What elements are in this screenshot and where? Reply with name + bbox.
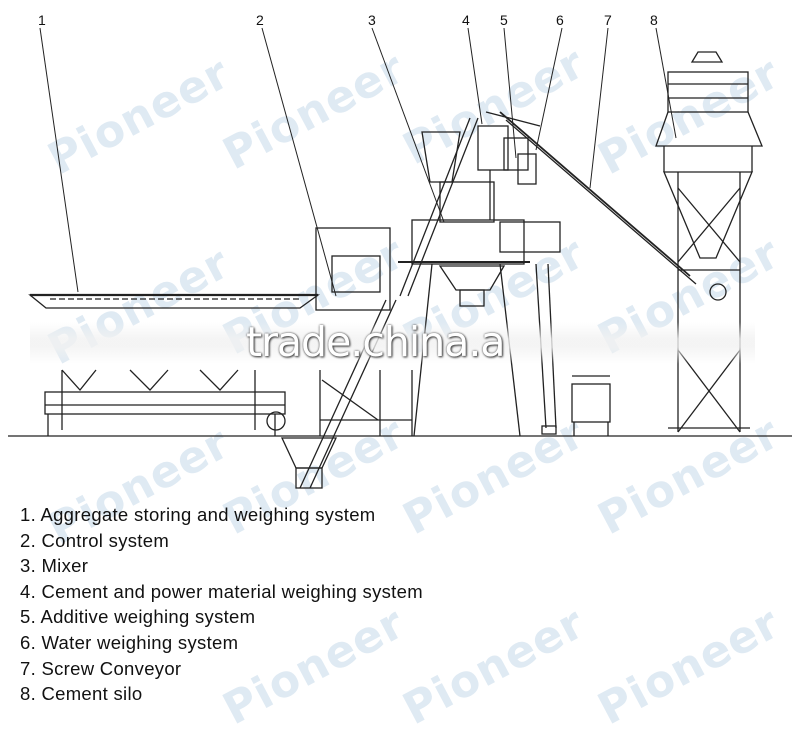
legend-item: 5. Additive weighing system	[20, 606, 256, 628]
legend-item: 1. Aggregate storing and weighing system	[20, 504, 376, 525]
batching-plant-drawing	[8, 27, 792, 489]
legend-item: 8. Cement silo	[20, 683, 143, 705]
callout-4: 4	[462, 12, 470, 28]
callout-7: 7	[604, 12, 612, 28]
legend-item: 7. Screw Conveyor	[20, 657, 182, 679]
watermark: Pioneer	[590, 597, 789, 735]
callout-8: 8	[650, 12, 658, 28]
component-legend: 1. Aggregate storing and weighing system…	[20, 502, 423, 707]
callout-1: 1	[38, 12, 46, 28]
legend-item: 2. Control system	[20, 529, 170, 551]
callout-6: 6	[556, 12, 564, 28]
water-tank	[571, 375, 611, 436]
weighing-hoppers	[477, 111, 541, 220]
legend-item: 6. Water weighing system	[20, 631, 239, 653]
legend-item: 4. Cement and power material weighing sy…	[20, 580, 423, 602]
callout-3: 3	[368, 12, 376, 28]
watermark: Pioneer	[395, 597, 594, 735]
legend-item: 3. Mixer	[20, 555, 89, 577]
cement-silo	[655, 51, 763, 433]
trademark-band	[30, 322, 755, 364]
aggregate-bins	[28, 293, 321, 436]
trade-china-watermark: trade.china.a	[246, 318, 506, 366]
screw-conveyor	[499, 111, 727, 301]
callout-leaders	[39, 27, 677, 297]
callout-2: 2	[256, 12, 264, 28]
callout-5: 5	[500, 12, 508, 28]
diagram-canvas: Pioneer Pioneer Pioneer Pioneer Pioneer …	[8, 12, 792, 735]
